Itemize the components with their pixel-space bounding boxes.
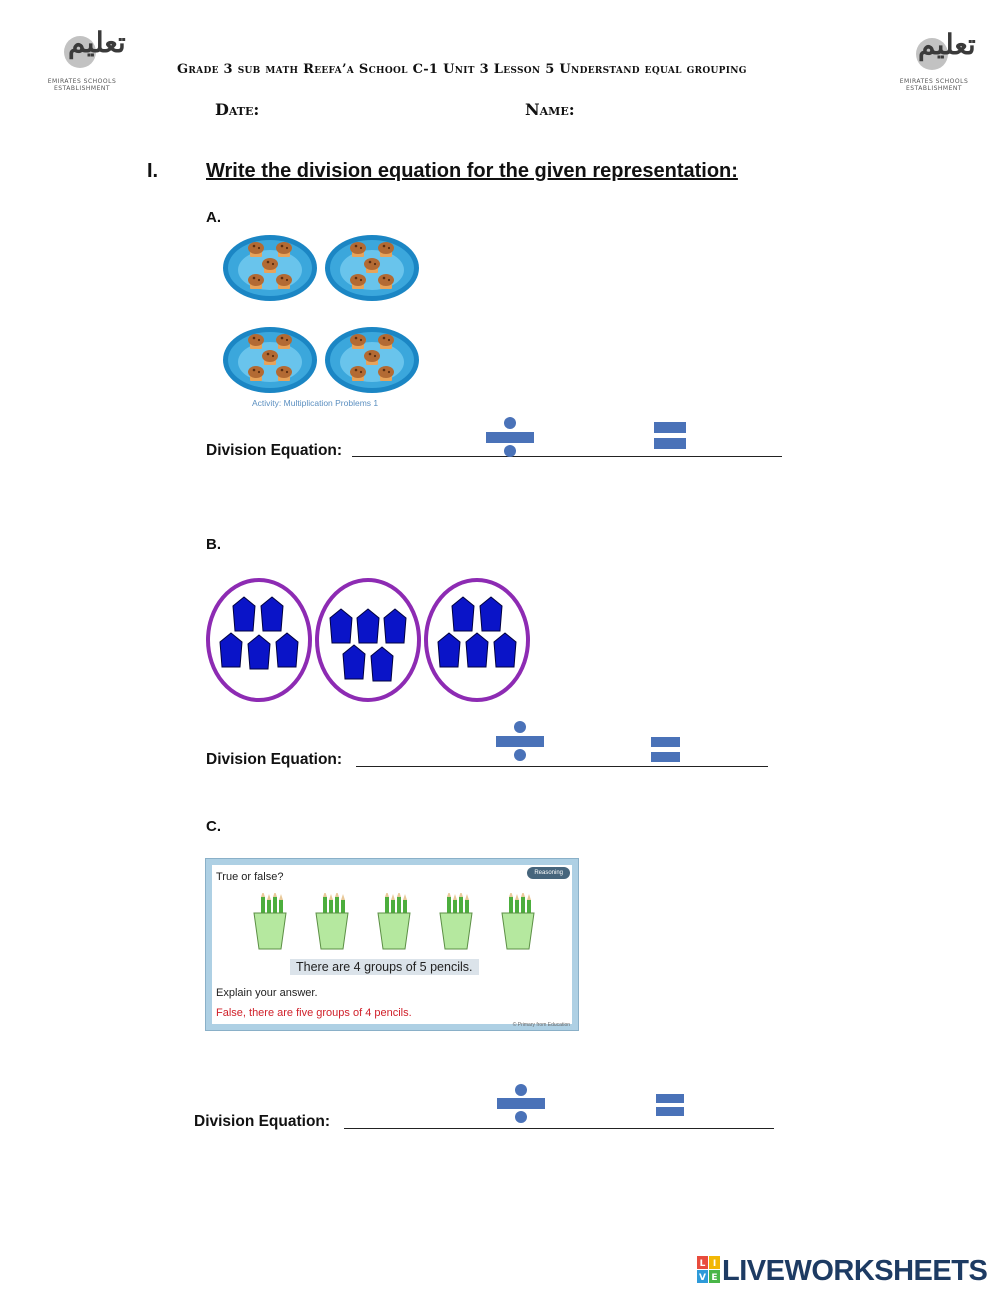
pentagon-shape-icon [275, 632, 299, 668]
liveworksheets-logo-icon: L I V E [697, 1256, 720, 1283]
pentagon-shape-icon [219, 632, 243, 668]
muffin-icon [276, 366, 292, 381]
panel-prompt: True or false? [216, 871, 284, 883]
pentagon-shape-icon [383, 608, 407, 644]
equals-sign-icon [651, 737, 680, 762]
worksheet-header-title: Grade 3 sub math Reefa’a School C-1 Unit… [177, 62, 747, 77]
logo-tile-i: I [713, 1259, 716, 1269]
pentagon-shape-icon [451, 596, 475, 632]
panel-explain: Explain your answer. [216, 987, 318, 999]
question-b-equation-label: Division Equation: [206, 751, 343, 768]
pencil-cup-icon [439, 893, 473, 950]
question-c-equation-label: Division Equation: [194, 1113, 331, 1130]
pentagon-shape-icon [329, 608, 353, 644]
logo-emblem-right [916, 38, 948, 70]
ese-logo-left: تعليم EMIRATES SCHOOLS ESTABLISHMENT [38, 14, 126, 114]
ese-logo-right: تعليم EMIRATES SCHOOLS ESTABLISHMENT [890, 20, 976, 120]
logo-subtitle-right: EMIRATES SCHOOLS ESTABLISHMENT [899, 78, 969, 92]
muffin-icon [378, 242, 394, 257]
pencil-cup-icon [315, 893, 349, 950]
pencil-cup-icon [377, 893, 411, 950]
muffin-icon [262, 258, 278, 273]
name-label: Name: [525, 100, 575, 119]
group-circle [206, 578, 312, 702]
pentagon-shape-icon [437, 632, 461, 668]
muffin-icon [276, 274, 292, 289]
equals-sign-icon [656, 1094, 684, 1116]
pentagon-shape-icon [342, 644, 366, 680]
muffin-icon [276, 334, 292, 349]
panel-inner: True or false? Reasoning There are 4 gro… [212, 865, 572, 1028]
plate [325, 327, 419, 393]
division-sign-icon [496, 721, 544, 761]
group-circle [424, 578, 530, 702]
plate [223, 235, 317, 301]
pentagon-shape-icon [260, 596, 284, 632]
question-c-label: C. [206, 818, 221, 835]
question-a-answer-line[interactable] [352, 456, 782, 457]
date-label: Date: [215, 100, 260, 119]
muffin-icon [378, 274, 394, 289]
question-a-label: A. [206, 209, 221, 226]
pentagon-shape-icon [493, 632, 517, 668]
reasoning-badge: Reasoning [527, 867, 570, 879]
muffin-icon [350, 242, 366, 257]
logo-emblem-left [64, 36, 96, 68]
muffin-icon [378, 366, 394, 381]
pencil-cups-illustration [253, 893, 535, 950]
pencil-cup-icon [501, 893, 535, 950]
image-caption: Activity: Multiplication Problems 1 [252, 398, 379, 408]
question-b-label: B. [206, 536, 221, 553]
pentagon-shape-icon [370, 646, 394, 682]
muffin-icon [248, 334, 264, 349]
pentagon-shape-icon [232, 596, 256, 632]
pentagon-groups-image [205, 576, 531, 704]
pencil-cup-icon [253, 893, 287, 950]
logo-subtitle-left: EMIRATES SCHOOLS ESTABLISHMENT [47, 78, 117, 92]
section-number: I. [147, 160, 159, 182]
group-circle [315, 578, 421, 702]
pentagon-shape-icon [356, 608, 380, 644]
muffin-plates-image: Activity: Multiplication Problems 1 [222, 230, 426, 412]
plate [223, 327, 317, 393]
muffin-icon [350, 274, 366, 289]
muffin-icon [248, 366, 264, 381]
muffin-icon [364, 258, 380, 273]
muffin-icon [276, 242, 292, 257]
muffin-icon [262, 350, 278, 365]
logo-tile-v: V [699, 1273, 706, 1283]
panel-credit: © Primary from Education [512, 1022, 570, 1028]
muffin-icon [248, 242, 264, 257]
plate [325, 235, 419, 301]
question-a-equation-label: Division Equation: [206, 442, 343, 459]
panel-statement: There are 4 groups of 5 pencils. [290, 959, 479, 975]
pentagon-shape-icon [479, 596, 503, 632]
liveworksheets-brand: LIVEWORKSHEETS [722, 1255, 988, 1287]
muffin-icon [364, 350, 380, 365]
pentagon-groups-illustration [206, 578, 530, 702]
question-c-answer-line[interactable] [344, 1128, 774, 1129]
question-b-answer-line[interactable] [356, 766, 768, 767]
muffin-icon [350, 334, 366, 349]
pentagon-shape-icon [247, 634, 271, 670]
muffin-icon [378, 334, 394, 349]
logo-tile-e: E [711, 1273, 717, 1283]
muffin-plates-illustration [223, 235, 419, 393]
muffin-icon [350, 366, 366, 381]
pentagon-shape-icon [465, 632, 489, 668]
section-title: Write the division equation for the give… [206, 160, 738, 182]
division-sign-icon [497, 1084, 545, 1123]
division-sign-icon [486, 417, 534, 457]
logo-arabic-right: تعليم [918, 28, 976, 61]
equals-sign-icon [654, 422, 686, 449]
logo-arabic-left: تعليم [68, 26, 126, 59]
panel-answer: False, there are five groups of 4 pencil… [216, 1007, 412, 1019]
logo-tile-l: L [700, 1259, 706, 1269]
pencil-cups-panel: True or false? Reasoning There are 4 gro… [205, 858, 579, 1031]
muffin-icon [248, 274, 264, 289]
